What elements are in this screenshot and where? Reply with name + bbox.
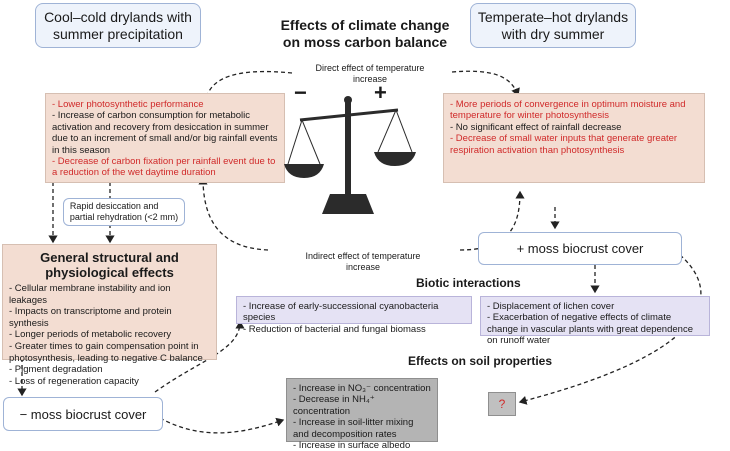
minus-moss-cover-box: − moss biocrust cover bbox=[3, 397, 163, 431]
minus-sign: − bbox=[294, 80, 307, 105]
right-effect-2: - No significant effect of rainfall decr… bbox=[450, 121, 622, 133]
title-line-2: on moss carbon balance bbox=[282, 34, 448, 50]
arrow-indirect-right bbox=[459, 190, 525, 251]
left-effects-box: - Lower photosynthetic performance - Inc… bbox=[45, 93, 285, 183]
soil-item: - Increase in soil-litter mixing and dec… bbox=[293, 417, 414, 440]
right-header-box: Temperate–hot drylands with dry summer bbox=[470, 3, 636, 48]
rapid-desiccation-box: Rapid desiccation and partial rehydratio… bbox=[63, 198, 185, 226]
left-header-line-1: Cool–cold drylands with bbox=[44, 8, 192, 25]
right-header-line-2: with dry summer bbox=[501, 25, 605, 42]
left-effect-3: - Decrease of carbon fixation per rainfa… bbox=[52, 156, 276, 179]
soil-effects-box: - Increase in NO₃⁻ concentration - Decre… bbox=[286, 378, 438, 451]
right-effect-1: - More periods of convergence in optimum… bbox=[450, 99, 686, 122]
general-item: - Pigment degradation bbox=[9, 364, 103, 376]
biotic-left-box: - Increase of early-successional cyanoba… bbox=[236, 296, 472, 335]
arrow-minus-to-soil bbox=[159, 417, 285, 434]
general-item: - Longer periods of metabolic recovery bbox=[9, 329, 172, 341]
plus-moss-cover-box: + moss biocrust cover bbox=[478, 232, 682, 265]
biotic-left-item: - Reduction of bacterial and fungal biom… bbox=[243, 323, 426, 335]
biotic-right-item: - Displacement of lichen cover bbox=[487, 301, 615, 312]
biotic-left-item: - Increase of early-successional cyanoba… bbox=[243, 301, 439, 324]
arrow-minus-to-biotic bbox=[154, 320, 245, 393]
left-effect-2: - Increase of carbon consumption for met… bbox=[52, 110, 278, 156]
left-effect-1: - Lower photosynthetic performance bbox=[52, 99, 204, 110]
arrow-direct-left bbox=[200, 70, 293, 110]
diagram-title: Effects of climate change on moss carbon… bbox=[252, 17, 478, 51]
soil-title: Effects on soil properties bbox=[408, 354, 553, 368]
right-effects-box: - More periods of convergence in optimum… bbox=[443, 93, 705, 183]
soil-item: - Increase in surface albedo bbox=[293, 440, 411, 451]
indirect-effect-label: Indirect effect of temperature increase bbox=[305, 251, 421, 272]
general-effects-title: General structural and physiological eff… bbox=[40, 250, 179, 280]
soil-item: - Increase in NO₃⁻ concentration bbox=[293, 383, 431, 394]
direct-effect-label: Direct effect of temperature increase bbox=[315, 63, 425, 84]
right-header-line-1: Temperate–hot drylands bbox=[477, 8, 629, 25]
left-header-line-2: summer precipitation bbox=[53, 25, 183, 42]
general-effects-box: General structural and physiological eff… bbox=[2, 244, 217, 387]
arrow-indirect-left bbox=[198, 176, 269, 251]
general-item: - Greater times to gain compensation poi… bbox=[9, 340, 203, 364]
right-effect-3: - Decrease of small water inputs that ge… bbox=[450, 133, 678, 156]
biotic-right-item: - Exacerbation of negative effects of cl… bbox=[487, 312, 693, 347]
biotic-title: Biotic interactions bbox=[416, 276, 521, 290]
general-item: - Impacts on transcriptome and protein s… bbox=[9, 306, 172, 329]
balance-scale-icon bbox=[284, 96, 416, 214]
question-box: ? bbox=[488, 392, 516, 416]
general-item: - Loss of regeneration capacity bbox=[9, 375, 139, 387]
biotic-right-box: - Displacement of lichen cover - Exacerb… bbox=[480, 296, 710, 346]
arrow-direct-right bbox=[451, 70, 520, 97]
plus-sign: + bbox=[374, 80, 387, 105]
soil-item: - Decrease in NH₄⁺ concentration bbox=[293, 394, 375, 417]
general-item: - Cellular membrane instability and ion … bbox=[9, 283, 171, 306]
title-line-1: Effects of climate change bbox=[280, 17, 450, 33]
left-header-box: Cool–cold drylands with summer precipita… bbox=[35, 3, 201, 48]
